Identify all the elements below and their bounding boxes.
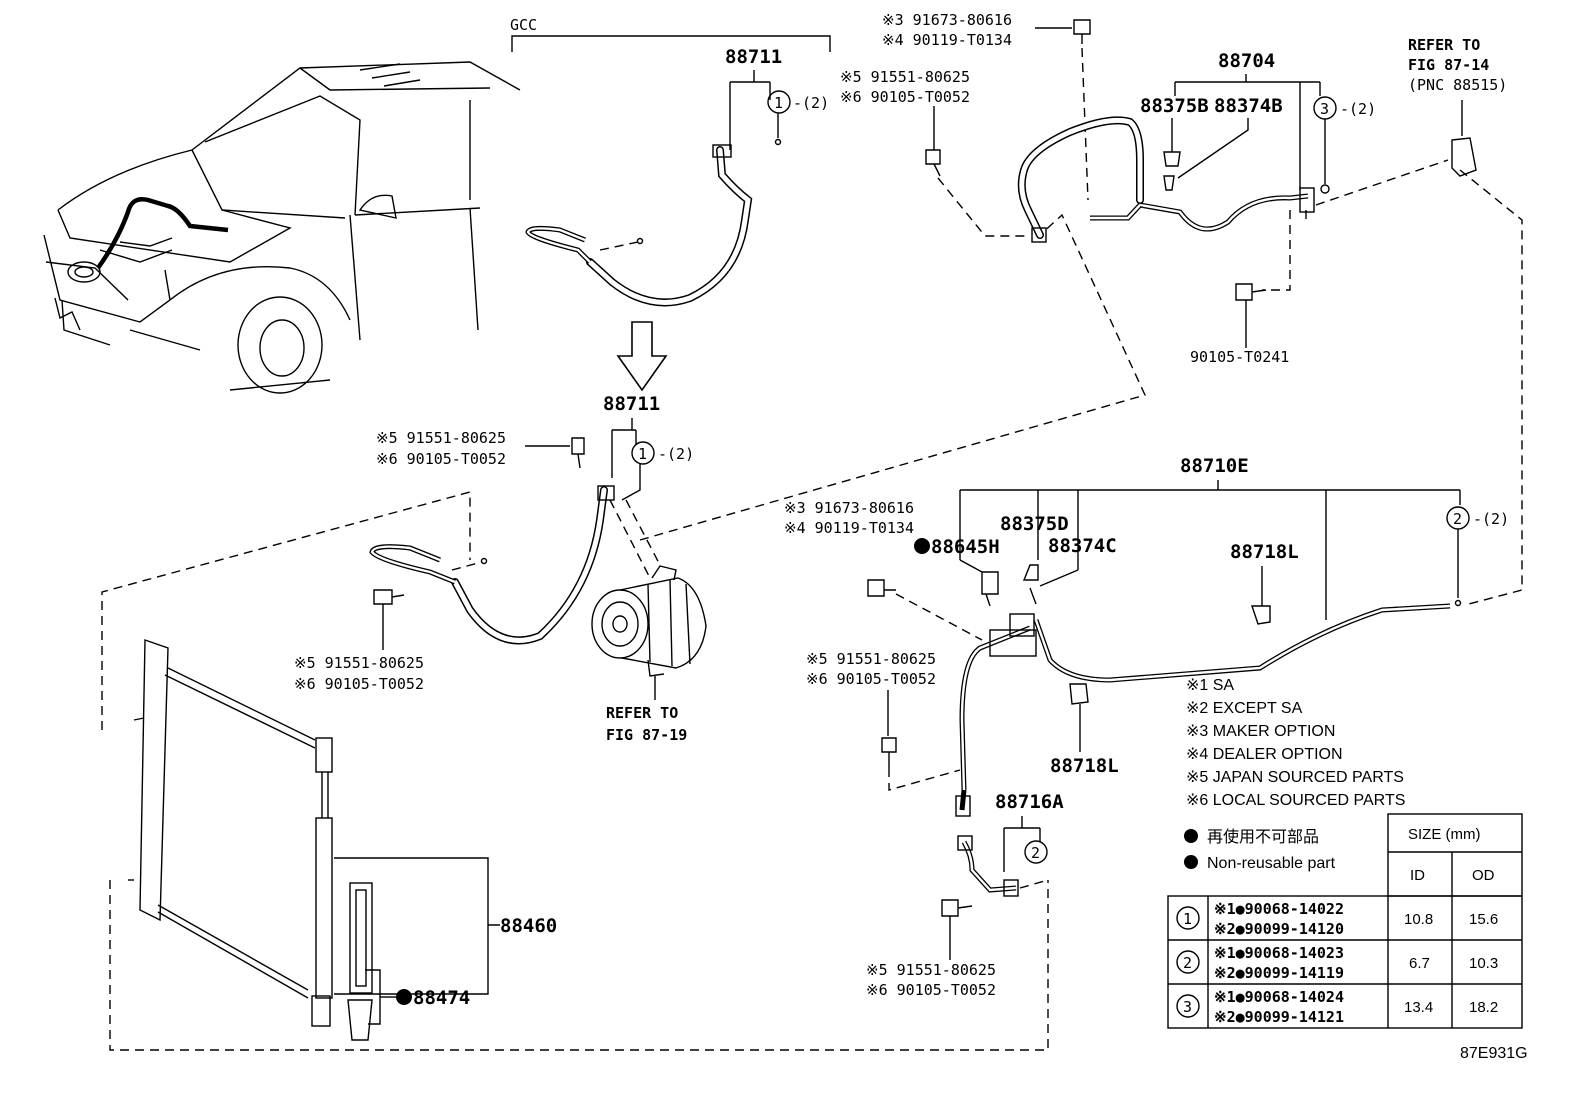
connector-icon — [1451, 137, 1477, 177]
callout-bolt-2a: ※5 91551-80625 — [294, 654, 424, 672]
gcc-label: GCC — [510, 16, 537, 34]
part-88375B-label: 88375B — [1140, 95, 1209, 117]
bolt-icon — [867, 579, 896, 597]
table-row: 2 ※1●90068-14023 ※2●90099-14119 6.7 10.3 — [1176, 944, 1498, 982]
svg-text:13.4: 13.4 — [1404, 999, 1433, 1016]
legend-line-3: ※3 MAKER OPTION — [1186, 723, 1335, 740]
legend-line-1: ※1 SA — [1186, 677, 1234, 694]
callout-bolt-6a: ※5 91551-80625 — [806, 650, 936, 668]
svg-text:1: 1 — [774, 94, 783, 112]
part-88460-label: 88460 — [500, 915, 557, 937]
oring-1-callout — [767, 90, 791, 114]
figure-id: 87E931G — [1460, 1045, 1528, 1062]
refer-fig-87-19-line2: FIG 87-19 — [606, 726, 687, 744]
bolt-icon — [941, 899, 973, 917]
vehicle-illustration — [43, 61, 521, 394]
condenser-88460: 88460 88474 — [101, 491, 1049, 1051]
callout-bolt-1b: ※6 90105-T0052 — [376, 450, 506, 468]
bolt-icon — [881, 737, 897, 768]
callout-bolt-7a: ※5 91551-80625 — [866, 961, 996, 979]
svg-text:2: 2 — [1183, 954, 1192, 972]
legend-line-6: ※6 LOCAL SOURCED PARTS — [1186, 792, 1405, 809]
svg-text:1: 1 — [638, 445, 647, 463]
part-88710E-label: 88710E — [1180, 455, 1249, 477]
svg-text:2: 2 — [1031, 844, 1040, 862]
table-row: 1 ※1●90068-14022 ※2●90099-14120 10.8 15.… — [1176, 900, 1498, 938]
bolt-icon — [571, 437, 585, 469]
svg-text:2: 2 — [1453, 510, 1462, 528]
svg-text:15.6: 15.6 — [1469, 911, 1498, 928]
part-88718L-b-label: 88718L — [1050, 755, 1119, 777]
legend-line-4: ※4 DEALER OPTION — [1186, 746, 1343, 763]
oring-size-table: 再使用不可部品 Non-reusable part SIZE (mm) ID O… — [1167, 813, 1523, 1029]
id-header: ID — [1410, 867, 1425, 884]
svg-text:3: 3 — [1320, 100, 1329, 118]
part-88474-label: 88474 — [413, 987, 470, 1009]
hose-88711-upper-group: GCC 88711 1 -(2) — [510, 16, 831, 307]
part-88711-lower-label: 88711 — [603, 393, 660, 415]
refer-fig-87-19-line1: REFER TO — [606, 704, 678, 722]
svg-text:-(2): -(2) — [1340, 100, 1376, 118]
part-88374C-label: 88374C — [1048, 535, 1117, 557]
svg-text:10.8: 10.8 — [1404, 911, 1433, 928]
callout-bolt-2b: ※6 90105-T0052 — [294, 675, 424, 693]
svg-text:3: 3 — [1183, 998, 1192, 1016]
refer-fig-87-14-line2: FIG 87-14 — [1408, 56, 1489, 74]
svg-text:10.3: 10.3 — [1469, 955, 1498, 972]
svg-text:※1●90068-14024: ※1●90068-14024 — [1214, 988, 1344, 1006]
legend-line-5: ※5 JAPAN SOURCED PARTS — [1186, 769, 1404, 786]
callout-bolt-5b: ※4 90119-T0134 — [784, 519, 914, 537]
svg-text:6.7: 6.7 — [1409, 955, 1430, 972]
svg-text:※2●90099-14121: ※2●90099-14121 — [1214, 1008, 1344, 1026]
od-header: OD — [1472, 867, 1495, 884]
part-88718L-a-label: 88718L — [1230, 541, 1299, 563]
svg-text:※2●90099-14120: ※2●90099-14120 — [1214, 920, 1344, 938]
bolt-icon — [925, 149, 941, 177]
switch-icon — [981, 571, 999, 607]
svg-text:※1●90068-14022: ※1●90068-14022 — [1214, 900, 1344, 918]
callout-bolt-1a: ※5 91551-80625 — [376, 429, 506, 447]
legend-notes: ※1 SA ※2 EXCEPT SA ※3 MAKER OPTION ※4 DE… — [1186, 677, 1405, 809]
hose-88704-group: ※3 91673-80616 ※4 90119-T0134 ※5 91551-8… — [840, 11, 1523, 606]
clamp-icon — [1251, 605, 1271, 625]
callout-bolt-3b: ※4 90119-T0134 — [882, 31, 1012, 49]
svg-text:※1●90068-14023: ※1●90068-14023 — [1214, 944, 1344, 962]
part-88645H-label: 88645H — [931, 536, 1000, 558]
direction-arrow — [616, 321, 668, 392]
ac-compressor: REFER TO FIG 87-19 — [591, 565, 707, 744]
part-90105-T0241-label: 90105-T0241 — [1190, 348, 1289, 366]
svg-text:-(2): -(2) — [658, 445, 694, 463]
bolt-icon — [1073, 19, 1091, 44]
nonreusable-en: Non-reusable part — [1207, 855, 1336, 872]
svg-text:※2●90099-14119: ※2●90099-14119 — [1214, 964, 1344, 982]
pipe-88710E-group: 88710E 2 -(2) ※3 91673-80616 ※4 90119-T0… — [784, 455, 1509, 999]
svg-text:-(2): -(2) — [793, 94, 829, 112]
callout-bolt-6b: ※6 90105-T0052 — [806, 670, 936, 688]
table-row: 3 ※1●90068-14024 ※2●90099-14121 13.4 18.… — [1176, 988, 1498, 1026]
svg-text:18.2: 18.2 — [1469, 999, 1498, 1016]
svg-text:1: 1 — [1183, 910, 1192, 928]
refer-fig-87-14-line3: (PNC 88515) — [1408, 76, 1507, 94]
part-88704-label: 88704 — [1218, 50, 1275, 72]
callout-bolt-4b: ※6 90105-T0052 — [840, 88, 970, 106]
legend-line-2: ※2 EXCEPT SA — [1186, 700, 1303, 717]
callout-bolt-4a: ※5 91551-80625 — [840, 68, 970, 86]
part-88374B-label: 88374B — [1214, 95, 1283, 117]
hose-88711-lower-group: 88711 1 -(2) ※5 91551-80625 ※6 90105-T00… — [294, 393, 694, 693]
svg-text:-(2): -(2) — [1473, 510, 1509, 528]
oring-2-callout-88716A — [1024, 840, 1048, 864]
callout-bolt-5a: ※3 91673-80616 — [784, 499, 914, 517]
callout-bolt-7b: ※6 90105-T0052 — [866, 981, 996, 999]
refer-fig-87-14-line1: REFER TO — [1408, 36, 1480, 54]
bolt-icon — [1235, 283, 1267, 301]
nonreusable-jp: 再使用不可部品 — [1207, 828, 1319, 846]
part-88711-upper-label: 88711 — [725, 46, 782, 68]
size-header: SIZE (mm) — [1408, 826, 1481, 843]
clamp-icon — [1069, 683, 1089, 705]
oring-1-callout-lower — [631, 441, 655, 465]
part-88716A-label: 88716A — [995, 791, 1064, 813]
part-88375D-label: 88375D — [1000, 513, 1069, 535]
callout-bolt-3a: ※3 91673-80616 — [882, 11, 1012, 29]
